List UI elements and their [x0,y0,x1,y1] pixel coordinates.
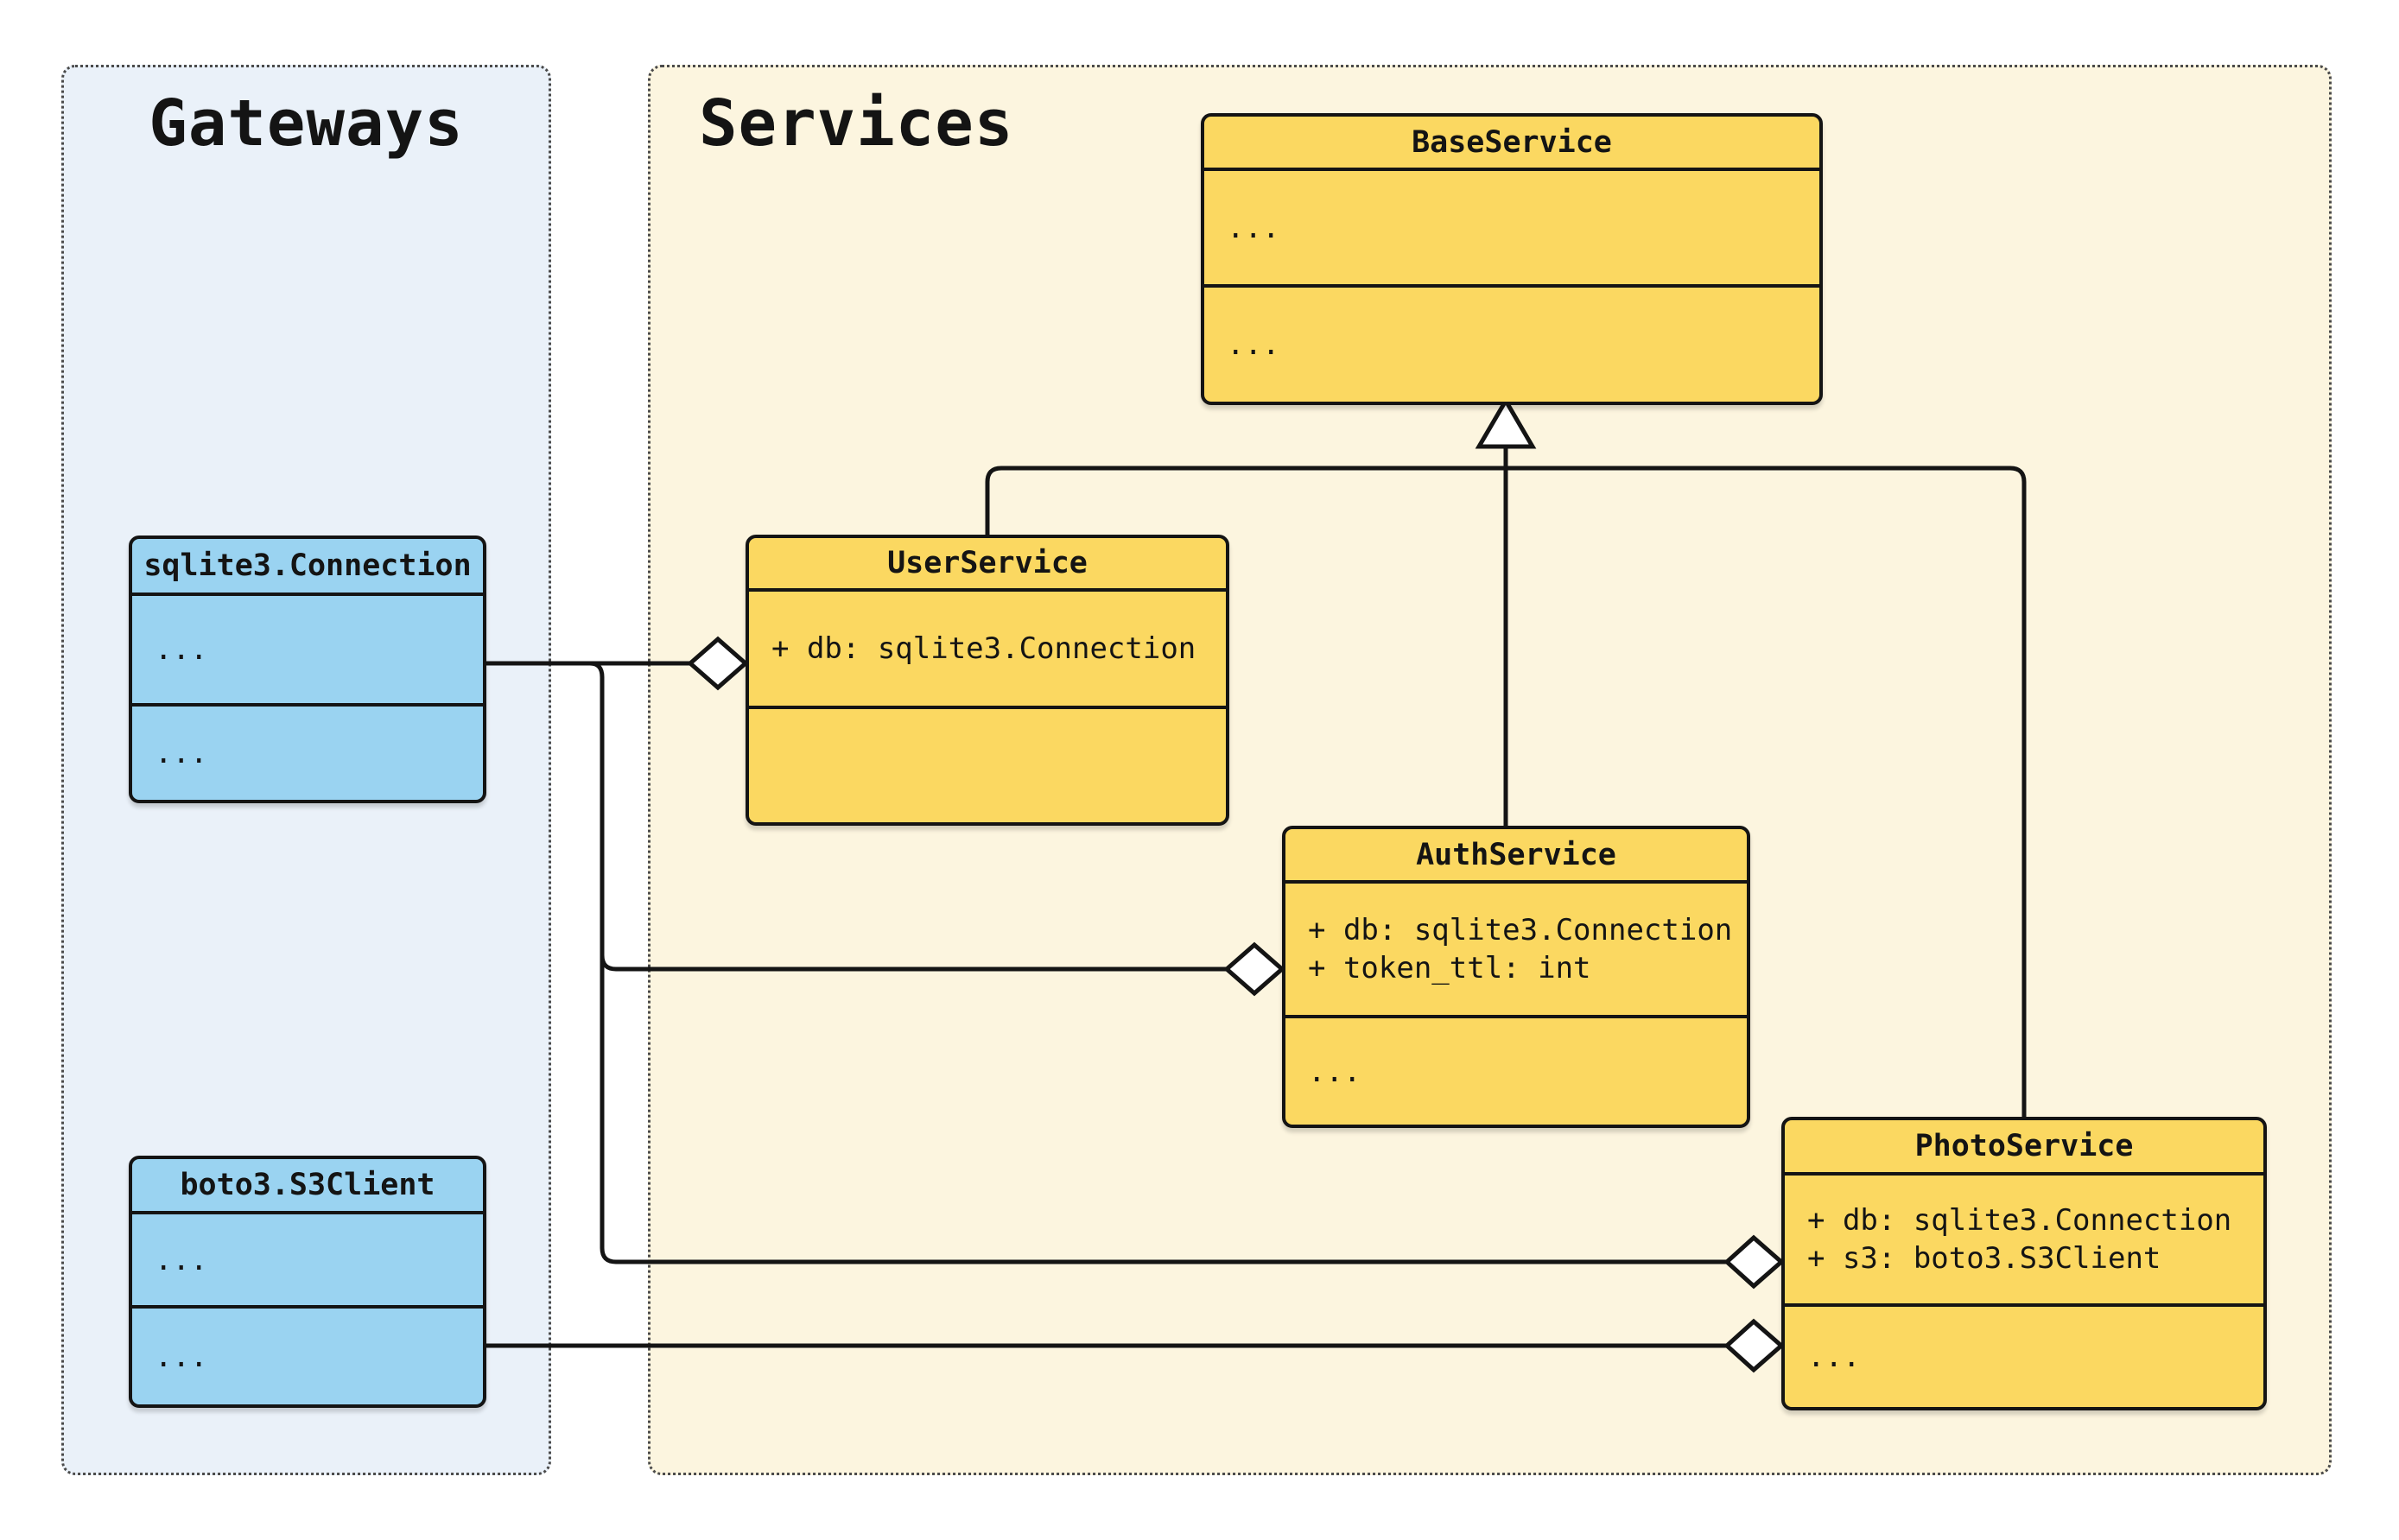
class-attributes: ... [132,596,483,707]
class-methods: ... [1204,288,1819,402]
panel-gateways-title: Gateways [149,86,464,161]
class-methods: ... [132,707,483,800]
class-title: PhotoService [1785,1120,2263,1176]
attribute-row: ... [155,1242,208,1277]
class-methods: ... [132,1309,483,1404]
class-methods: ... [1285,1018,1747,1125]
class-attributes: + db: sqlite3.Connection [749,592,1226,709]
class-box-authservice: AuthService + db: sqlite3.Connection + t… [1282,826,1750,1128]
attribute-row: + token_ttl: int [1308,951,1591,985]
attribute-row: + db: sqlite3.Connection [771,631,1196,666]
class-title: boto3.S3Client [132,1159,483,1214]
method-row: ... [1227,327,1280,362]
class-box-photoservice: PhotoService + db: sqlite3.Connection + … [1781,1117,2267,1410]
class-box-boto3-s3client: boto3.S3Client ... ... [129,1156,486,1408]
panel-services-title: Services [699,86,1014,161]
class-box-userservice: UserService + db: sqlite3.Connection [746,535,1229,826]
class-attributes: + db: sqlite3.Connection + token_ttl: in… [1285,884,1747,1018]
attribute-row: ... [1227,210,1280,245]
class-title: AuthService [1285,829,1747,884]
class-attributes: ... [132,1214,483,1309]
class-box-sqlite3-connection: sqlite3.Connection ... ... [129,536,486,803]
class-box-baseservice: BaseService ... ... [1201,113,1823,405]
attribute-row: + db: sqlite3.Connection [1807,1203,2232,1238]
method-row: ... [1308,1054,1361,1089]
method-row: ... [1807,1340,1861,1374]
attribute-row: ... [155,632,208,667]
class-attributes: ... [1204,171,1819,288]
method-row: ... [155,1339,208,1374]
class-methods: ... [1785,1307,2263,1407]
class-title: UserService [749,538,1226,592]
attribute-row: + db: sqlite3.Connection [1308,913,1733,947]
method-row: ... [155,736,208,770]
attribute-row: + s3: boto3.S3Client [1807,1241,2161,1276]
class-attributes: + db: sqlite3.Connection + s3: boto3.S3C… [1785,1176,2263,1307]
class-title: BaseService [1204,117,1819,171]
class-methods [749,709,1226,822]
class-title: sqlite3.Connection [132,539,483,596]
